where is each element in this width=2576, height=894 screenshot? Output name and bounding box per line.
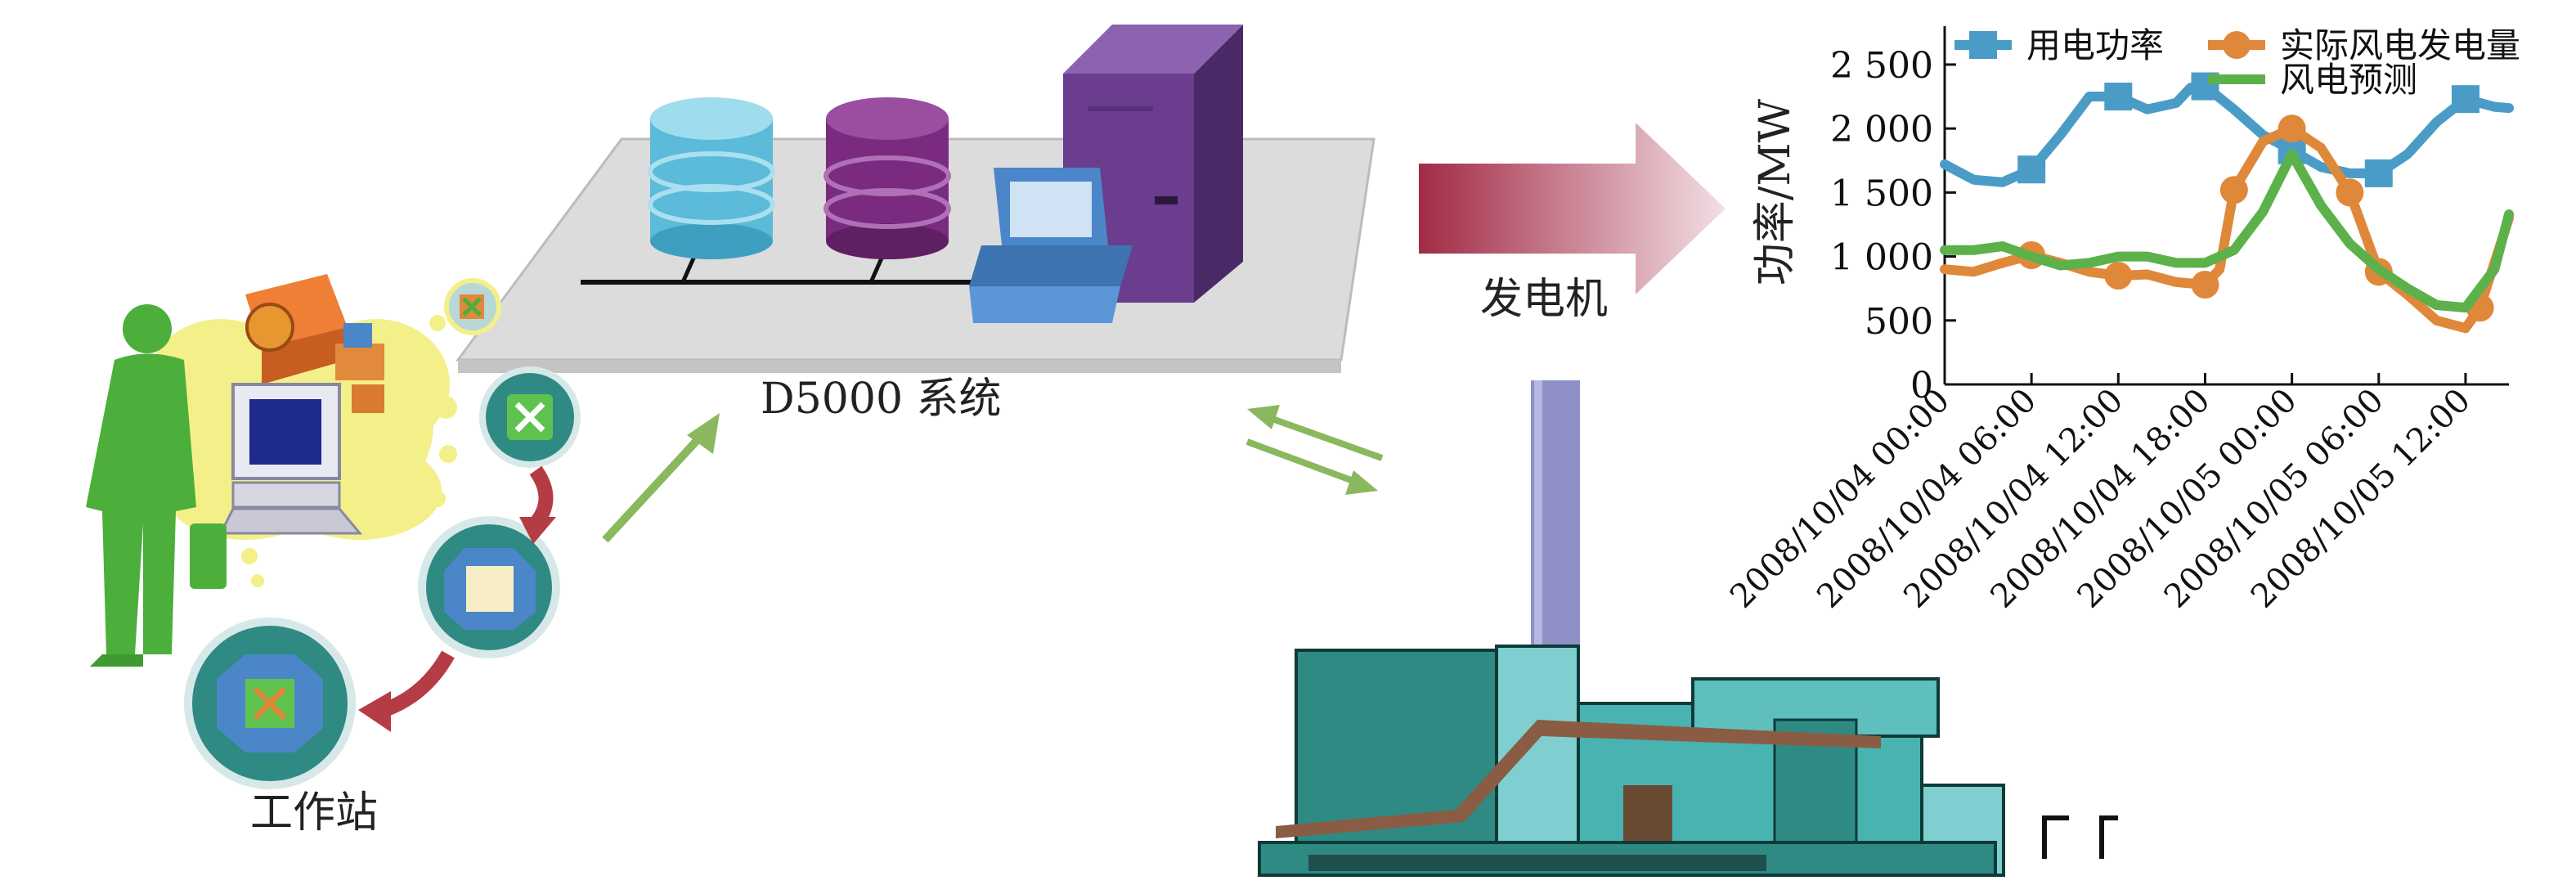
- y-tick-label: 0: [1910, 365, 1933, 407]
- status-circle-small-icon: [444, 278, 501, 335]
- series-marker: [2104, 83, 2133, 111]
- workstation-label: 工作站: [250, 788, 379, 838]
- y-tick-label: 2 000: [1830, 109, 1933, 150]
- series-marker: [2451, 85, 2480, 114]
- legend-label: 实际风电发电量: [2280, 25, 2520, 65]
- series-line: [1940, 149, 2514, 313]
- arrow-to-chart: [1419, 123, 1726, 294]
- cycle-arrow-red: [358, 465, 556, 732]
- y-tick-label: 2 500: [1830, 45, 1933, 87]
- series-marker: [2104, 262, 2133, 290]
- generator-label: 发电机: [1480, 275, 1609, 324]
- series-marker: [2191, 270, 2219, 299]
- y-tick-label: 500: [1865, 301, 1933, 343]
- legend-marker: [2223, 31, 2251, 59]
- status-circle-green-icon: [479, 366, 581, 468]
- legend-marker: [1969, 31, 1997, 59]
- chart-axes: [1943, 26, 2509, 386]
- desktop-computer-icon: [969, 168, 1133, 323]
- database-blue-icon: [648, 97, 775, 259]
- y-tick-label: 1 500: [1830, 173, 1933, 214]
- series-marker: [2219, 176, 2248, 204]
- legend-label: 风电预测: [2280, 60, 2417, 100]
- workstation-computer-icon: [218, 383, 363, 535]
- database-purple-icon: [824, 97, 951, 259]
- series-marker: [2278, 115, 2306, 143]
- series-line: [1940, 81, 2514, 187]
- inbox-tray-icon: [245, 274, 384, 413]
- series-marker: [2017, 155, 2046, 184]
- power-plant-icon: [1258, 380, 2118, 877]
- legend-label: 用电功率: [2026, 25, 2164, 65]
- chart-y-axis-label: 功率/MW: [1751, 98, 1800, 285]
- bidirectional-arrows: [1245, 405, 1384, 495]
- chart-series: [1940, 72, 2514, 334]
- arrow-to-system: [602, 413, 720, 543]
- series-marker: [2364, 159, 2393, 187]
- series-marker: [2336, 178, 2364, 207]
- status-circle-large-icon: [184, 618, 356, 789]
- y-tick-label: 1 000: [1830, 237, 1933, 279]
- d5000-system-label: D5000 系统: [761, 375, 1002, 424]
- status-circle-box-icon: [418, 516, 560, 658]
- person-silhouette-icon: [86, 304, 227, 667]
